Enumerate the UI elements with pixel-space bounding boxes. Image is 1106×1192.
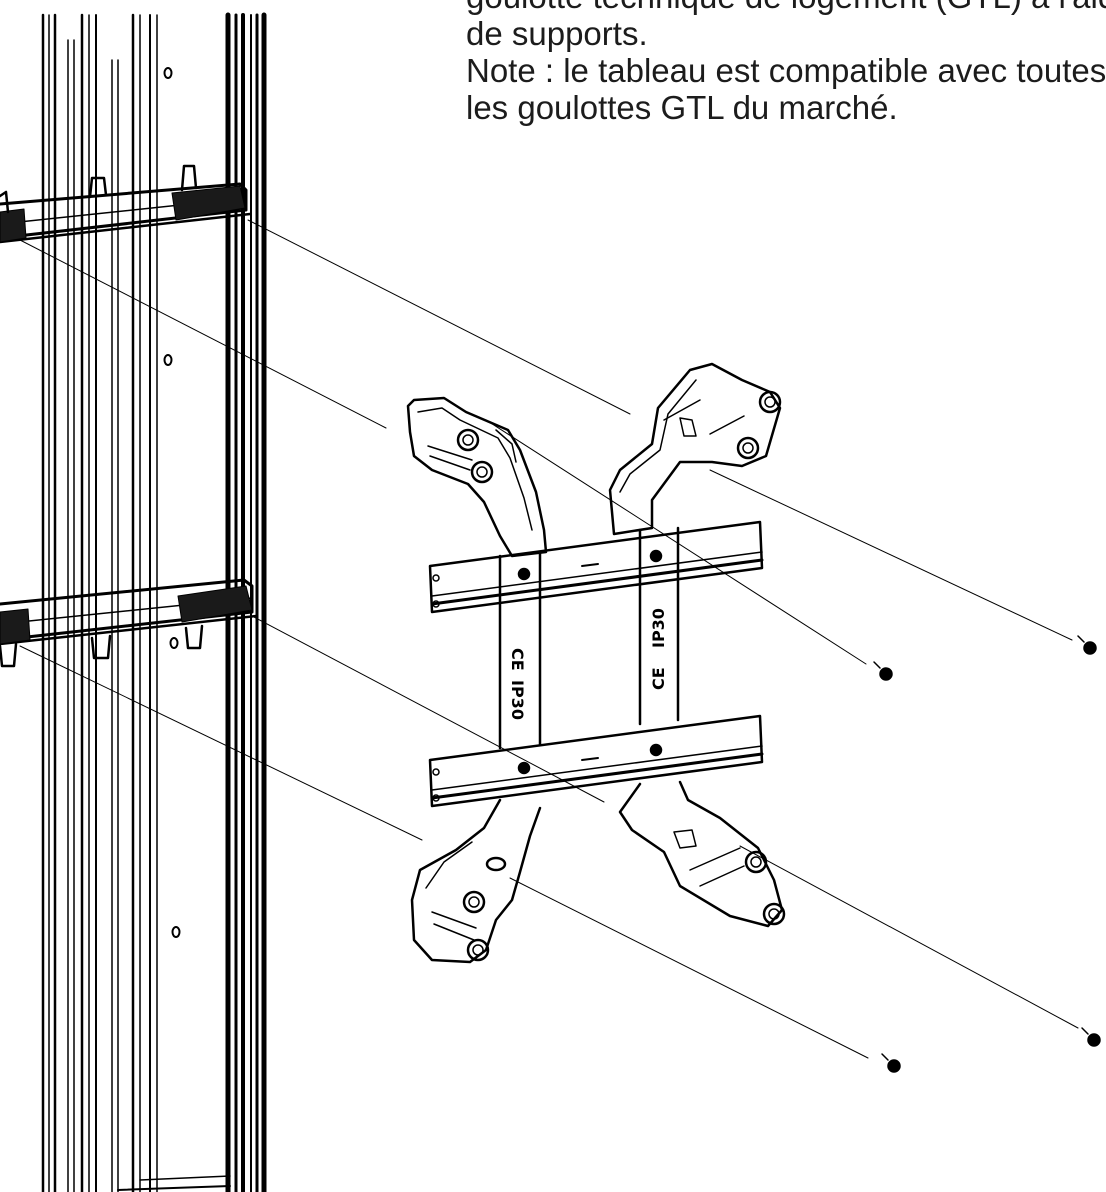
caption-line-2: de supports. xyxy=(466,15,648,52)
instruction-caption: goulotte technique de logement (GTL) à l… xyxy=(466,0,1106,126)
mounting-bracket: CE IP30 IP30 CE xyxy=(406,362,786,964)
caption-line-4: les goulottes GTL du marché. xyxy=(466,89,898,126)
screw-1 xyxy=(873,661,893,681)
screw-4 xyxy=(1081,1027,1101,1047)
ip-mark-right: IP30 xyxy=(649,608,668,648)
caption-line-3: Note : le tableau est compatible avec to… xyxy=(466,52,1106,89)
assembly-leader-lines xyxy=(19,219,1079,1059)
upper-cross-bar xyxy=(0,164,252,244)
ce-mark-right: CE xyxy=(649,667,668,690)
fixing-screws xyxy=(873,635,1101,1073)
lower-cross-bar xyxy=(0,578,258,668)
screw-2 xyxy=(1077,635,1097,655)
caption-line-1: goulotte technique de logement (GTL) à l… xyxy=(466,0,1106,15)
ce-mark-left: CE xyxy=(508,648,527,671)
ip-mark-left: IP30 xyxy=(508,680,527,720)
screw-3 xyxy=(881,1053,901,1073)
